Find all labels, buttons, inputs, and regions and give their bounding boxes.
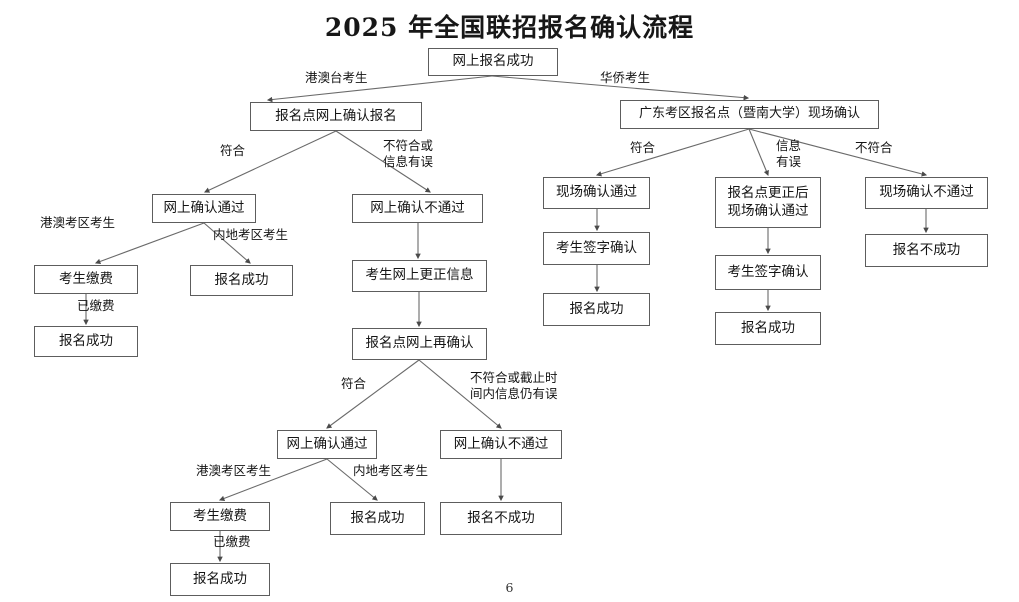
node-candidate-signature-confirm-1[interactable]: 考生签字确认 [543,232,650,265]
node-registration-success-paid-lower[interactable]: 报名成功 [170,563,270,596]
node-registration-success-mainland-lower[interactable]: 报名成功 [330,502,425,535]
node-candidate-signature-confirm-2[interactable]: 考生签字确认 [715,255,821,290]
node-online-confirm-failed-lower[interactable]: 网上确认不通过 [440,430,562,459]
edge-label-mainland-zone-candidates-lower: 内地考区考生 [353,463,429,478]
node-candidate-payment-upper[interactable]: 考生缴费 [34,265,138,294]
page-title: 2025 年全国联招报名确认流程 [324,13,695,42]
node-registration-success-onsite-2[interactable]: 报名成功 [715,312,821,345]
edge-label-paid-upper: 已缴费 [77,298,115,313]
node-registration-success-onsite-1[interactable]: 报名成功 [543,293,650,326]
node-guangdong-onsite-confirm[interactable]: 广东考区报名点（暨南大学）现场确认 [620,100,879,129]
node-registration-success-paid-upper[interactable]: 报名成功 [34,326,138,357]
node-registration-failed-onsite[interactable]: 报名不成功 [865,234,988,267]
edge-label-hk-macau-zone-candidates-lower: 港澳考区考生 [196,463,272,478]
page-number: 6 [505,580,514,595]
edge-label-overseas-chinese-candidates: 华侨考生 [600,70,651,85]
edge-label-paid-lower: 已缴费 [213,534,251,549]
edge-label-conforms-lower: 符合 [341,376,367,391]
edge-label-mainland-zone-candidates-upper: 内地考区考生 [213,227,289,242]
node-onsite-confirm-passed[interactable]: 现场确认通过 [543,177,650,209]
node-online-confirm-passed-upper[interactable]: 网上确认通过 [152,194,256,223]
node-candidate-payment-lower[interactable]: 考生缴费 [170,502,270,531]
node-onsite-confirm-failed[interactable]: 现场确认不通过 [865,177,988,209]
node-online-confirm-registration[interactable]: 报名点网上确认报名 [250,102,422,131]
node-registration-success-mainland-upper[interactable]: 报名成功 [190,265,293,296]
edge-label-conforms-upper: 符合 [220,143,246,158]
node-online-confirm-passed-lower[interactable]: 网上确认通过 [277,430,377,459]
node-reconfirm-online[interactable]: 报名点网上再确认 [352,328,487,360]
node-registration-failed-lower[interactable]: 报名不成功 [440,502,562,535]
edge-label-info-error-onsite: 信息 有误 [776,138,802,169]
node-network-signup-success[interactable]: 网上报名成功 [428,48,558,76]
node-candidate-correct-info-online[interactable]: 考生网上更正信息 [352,260,487,292]
edge-label-hk-macau-taiwan-candidates: 港澳台考生 [305,70,368,85]
edge-label-hk-macau-zone-candidates-upper: 港澳考区考生 [40,215,116,230]
edge-label-nonconforming-or-wrong-info: 不符合或 信息有误 [383,138,434,169]
edge-label-nonconforming-or-deadline-info-error: 不符合或截止时 间内信息仍有误 [470,370,558,401]
node-online-confirm-failed-upper[interactable]: 网上确认不通过 [352,194,483,223]
edge-label-nonconforming-onsite: 不符合 [855,140,893,155]
edge-label-conforms-onsite: 符合 [630,140,656,155]
node-onsite-confirm-after-correction[interactable]: 报名点更正后 现场确认通过 [715,177,821,228]
